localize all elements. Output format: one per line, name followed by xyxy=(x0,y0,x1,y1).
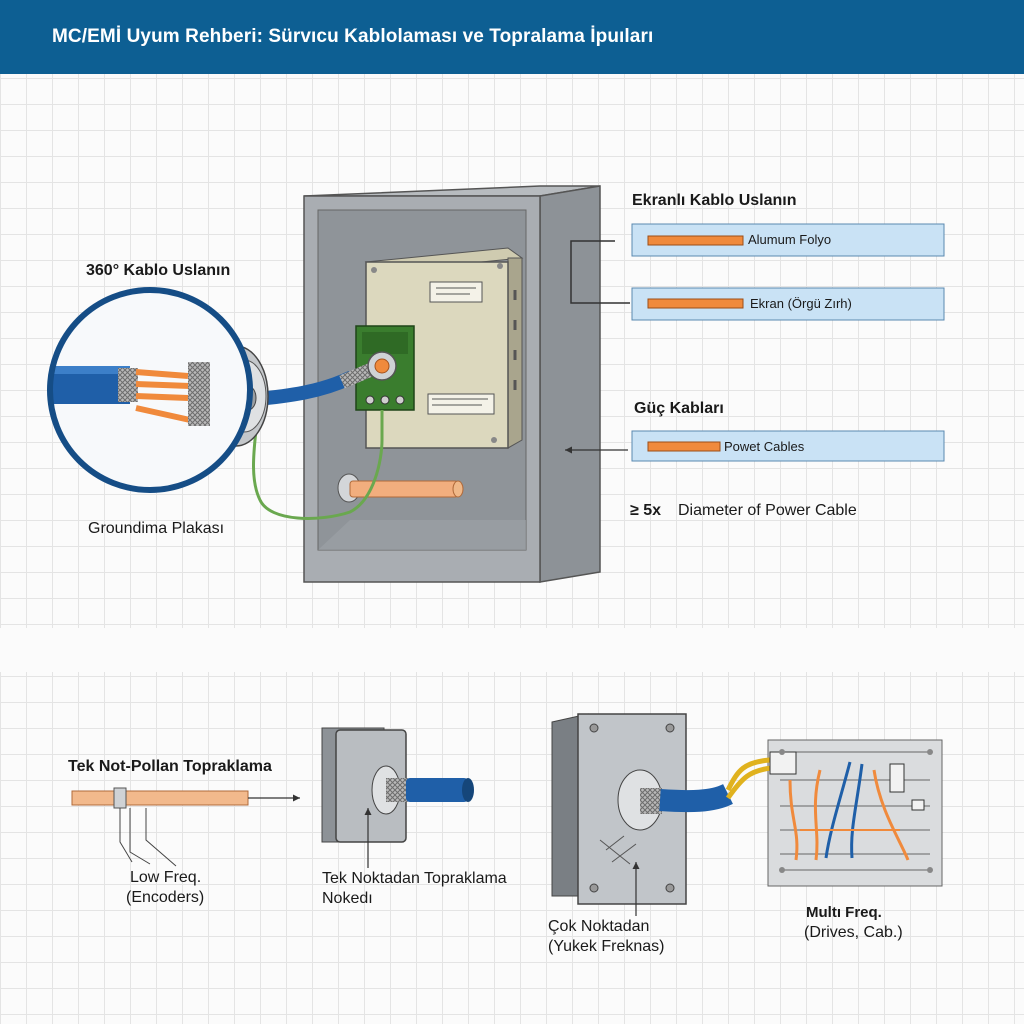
wiring-panel xyxy=(725,739,943,887)
single-point-label-1: Tek Noktadan Topraklama xyxy=(322,870,507,887)
section-divider xyxy=(0,628,1024,672)
multi-freq-label: Multı Freq. xyxy=(806,904,882,921)
multi-point-label-1: Çok Noktadan xyxy=(548,918,650,935)
shielded-cable-title: Ekranlı Kablo Uslanın xyxy=(632,192,797,209)
drives-label: (Drives, Cab.) xyxy=(804,924,903,941)
encoders-label: (Encoders) xyxy=(126,889,205,906)
page-title: MC/EMİ Uyum Rehberi: Sürvıcu Kablolaması… xyxy=(52,26,654,47)
single-point-bar xyxy=(71,787,300,867)
cable-strip-power xyxy=(631,430,945,462)
multi-point-label-2: (Yukek Freknas) xyxy=(548,938,665,955)
spacing-symbol: ≥ 5x xyxy=(630,502,662,519)
single-point-gland xyxy=(321,727,474,868)
cable-detail-zoom xyxy=(50,290,250,490)
power-cable-label: Powet Cables xyxy=(724,439,805,454)
cable-strip-foil xyxy=(631,223,945,257)
ground-rod xyxy=(337,473,464,503)
cable-strip-braid xyxy=(631,287,945,321)
braid-label: Ekran (Örgü Zırh) xyxy=(750,296,852,311)
single-point-label-2: Nokedı xyxy=(322,890,373,907)
foil-label: Alumum Folyo xyxy=(748,232,832,247)
multi-point-gland xyxy=(551,713,733,916)
ground-wire xyxy=(252,410,384,520)
single-point-title: Tek Not-Pollan Topraklama xyxy=(68,758,272,775)
circle-detail-label: 360° Kablo Uslanın xyxy=(86,262,231,279)
grounding-plate-label: Groundima Plakası xyxy=(88,520,225,537)
spacing-text: Diameter of Power Cable xyxy=(678,502,857,519)
power-cables-title: Güç Kabları xyxy=(634,400,724,417)
header-bar: MC/EMİ Uyum Rehberi: Sürvıcu Kablolaması… xyxy=(0,0,1024,74)
low-freq-label: Low Freq. xyxy=(130,869,202,886)
